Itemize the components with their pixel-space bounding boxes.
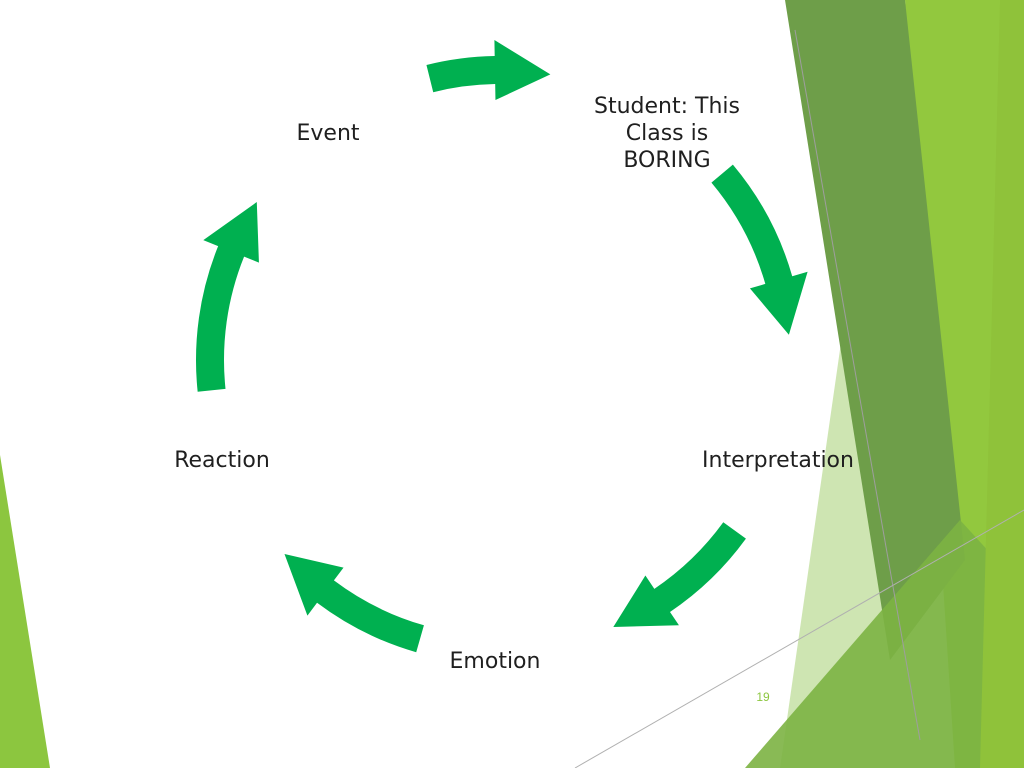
decor-line-2 <box>574 509 1024 768</box>
node-emotion: Emotion <box>449 649 541 674</box>
node-reaction: Reaction <box>174 448 270 473</box>
decor-line-1 <box>794 29 921 741</box>
node-event: Event <box>296 121 360 146</box>
decor-shape-right-strip <box>980 0 1024 768</box>
decor-shape-dark <box>785 0 965 660</box>
arrow-event-to-student <box>426 40 551 101</box>
node-student: Student: This Class is BORING <box>594 94 740 173</box>
arrow-reaction-to-event <box>196 202 259 392</box>
arrow-emotion-to-reaction <box>284 554 424 653</box>
arrow-student-to-interpretation <box>711 164 808 335</box>
arrow-interpretation-to-emotion <box>613 522 746 627</box>
cycle-arrows <box>196 40 808 653</box>
decor-shape-bottom <box>745 520 1024 768</box>
decor-shape-left <box>0 455 50 768</box>
node-interpretation: Interpretation <box>702 448 854 473</box>
page-number: 19 <box>756 690 770 704</box>
